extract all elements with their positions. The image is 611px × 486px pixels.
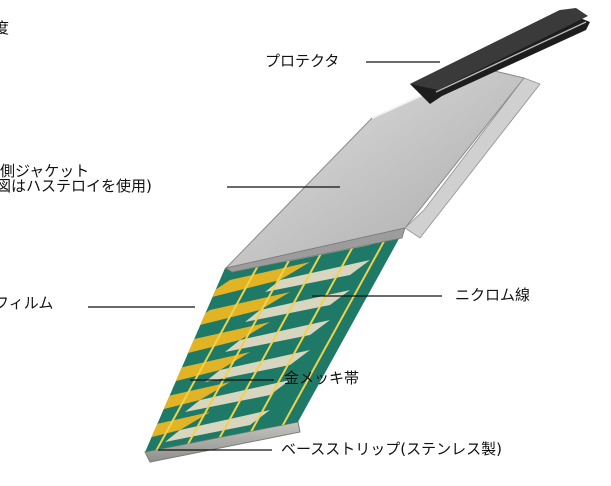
outer-jacket-edge bbox=[224, 227, 406, 273]
label-top-edge: 度 bbox=[0, 19, 10, 37]
nichrome-wire bbox=[149, 261, 261, 452]
label-outer-jacket-line1: 側ジャケット bbox=[0, 162, 90, 180]
label-gold-strip: 金メッキ帯 bbox=[284, 369, 360, 387]
gold-band bbox=[180, 292, 290, 330]
gold-band bbox=[145, 412, 210, 450]
film-gap bbox=[205, 350, 310, 382]
nichrome-wire bbox=[277, 233, 389, 435]
film-gap bbox=[165, 410, 270, 442]
label-nichrome-wire: ニクロム線 bbox=[455, 286, 531, 304]
label-protector: プロテクタ bbox=[265, 52, 340, 70]
film-gap bbox=[185, 380, 290, 412]
label-outer-jacket-line2: 図はハステロイを使用) bbox=[0, 177, 152, 195]
film-gap bbox=[225, 320, 330, 352]
label-film: フィルム bbox=[0, 294, 54, 312]
protector-step bbox=[404, 77, 541, 239]
leader-lines bbox=[88, 61, 442, 451]
film-gap bbox=[265, 260, 370, 292]
protector-top bbox=[410, 8, 588, 90]
nichrome-wire bbox=[245, 240, 357, 442]
label-base-strip: ベースストリップ(ステンレス製) bbox=[281, 440, 502, 458]
nichrome-wire bbox=[181, 254, 293, 452]
nichrome-wire bbox=[213, 247, 325, 449]
